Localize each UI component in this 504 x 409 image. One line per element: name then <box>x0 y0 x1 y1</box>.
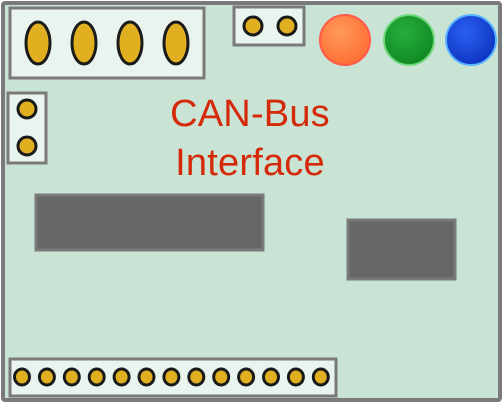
bottom-header-pin <box>237 367 256 387</box>
led-blue <box>445 14 497 66</box>
screw-terminal-block <box>8 6 206 80</box>
chip-large <box>34 193 265 252</box>
board-title-line-1: CAN-Bus <box>170 93 330 135</box>
bottom-header-pin <box>137 367 156 387</box>
led-green <box>383 14 435 66</box>
screw-terminal-pin <box>70 20 98 66</box>
bottom-header-pin <box>37 367 56 387</box>
side-header-pin <box>16 98 38 120</box>
board-title-line-2: Interface <box>175 142 325 184</box>
led-orange <box>319 14 371 66</box>
side-pin-header <box>6 91 48 165</box>
bottom-header-pin <box>62 367 81 387</box>
bottom-header-pin <box>112 367 131 387</box>
bottom-pin-header <box>8 357 338 398</box>
bottom-header-pin <box>311 367 330 387</box>
bottom-header-pin <box>286 367 305 387</box>
bottom-header-pin <box>187 367 206 387</box>
bottom-header-pin <box>262 367 280 387</box>
bottom-header-pin <box>13 367 31 387</box>
bottom-header-pin <box>212 367 231 387</box>
top-header-pin <box>242 15 264 37</box>
top-pin-header <box>232 5 306 47</box>
side-header-pin <box>16 135 38 157</box>
chip-small <box>346 218 457 281</box>
screw-terminal-pin <box>162 20 190 66</box>
bottom-header-pin <box>87 367 106 387</box>
screw-terminal-pin <box>24 20 52 66</box>
bottom-header-pin <box>162 367 181 387</box>
screw-terminal-pin <box>116 20 144 66</box>
top-header-pin <box>276 15 298 37</box>
